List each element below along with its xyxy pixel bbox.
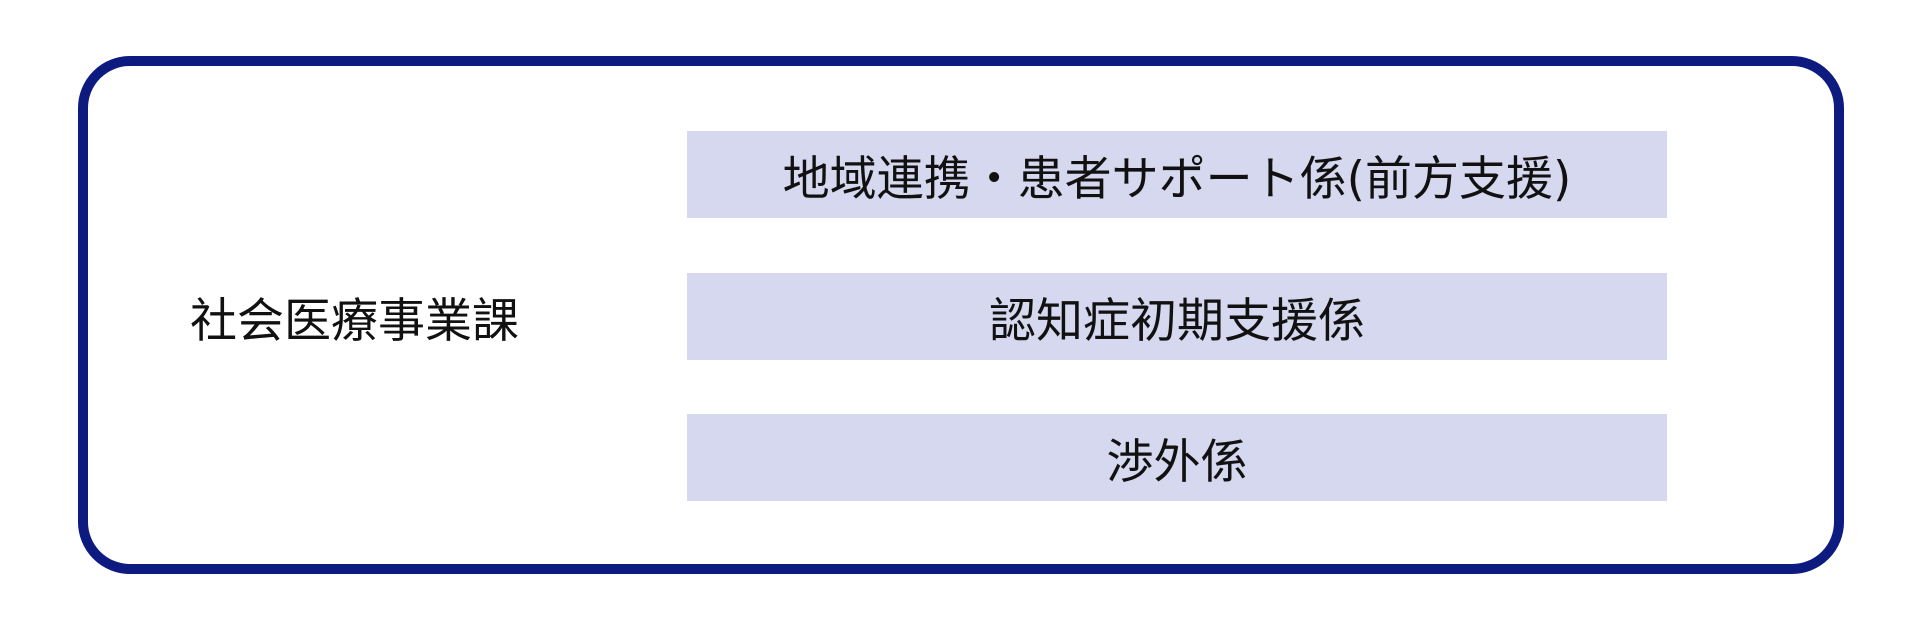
unit-box-regional-liaison: 地域連携・患者サポート係(前方支援) — [687, 131, 1667, 218]
department-name: 社会医療事業課 — [190, 293, 519, 349]
unit-box-external-relations: 渉外係 — [687, 414, 1667, 501]
unit-box-dementia-support: 認知症初期支援係 — [687, 273, 1667, 360]
